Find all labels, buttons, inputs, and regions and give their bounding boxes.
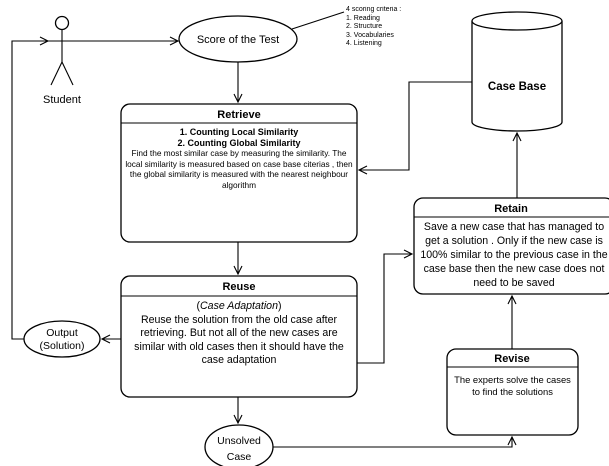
reuse-subtitle-italic: Case Adaptation xyxy=(200,300,278,312)
retain-title: Retain xyxy=(494,203,528,215)
retain-description: Save a new case that has managed to get … xyxy=(420,221,608,289)
reuse-title: Reuse xyxy=(222,281,255,293)
unsolved-line1: Unsolved xyxy=(217,435,261,447)
retrieve-box xyxy=(120,103,358,243)
edge-casebase-to-retrieve xyxy=(357,81,472,175)
retrieve-body: 1. Counting Local Similarity 2. Counting… xyxy=(124,127,354,239)
criteria-item: 3. Vocabularies xyxy=(346,31,394,39)
edge-retrieve-to-reuse xyxy=(233,242,243,276)
edge-score-to-retrieve xyxy=(233,62,243,104)
student-actor-icon xyxy=(48,15,76,86)
revise-title: Revise xyxy=(494,353,529,365)
retrieve-global-similarity: 2. Counting Global Similarity xyxy=(177,137,301,148)
revise-description: The experts solve the cases to find the … xyxy=(454,374,571,397)
edge-reuse-to-unsolved xyxy=(233,397,243,425)
retrieve-title: Retrieve xyxy=(217,109,260,121)
case-base-label: Case Base xyxy=(488,81,546,93)
criteria-item: 1. Reading xyxy=(346,14,380,22)
criteria-title: 4 scoring criteria : xyxy=(346,6,402,13)
edge-reuse-to-output xyxy=(100,334,121,344)
reuse-subtitle: (Case Adaptation) xyxy=(124,300,354,314)
reuse-body: (Case Adaptation) Reuse the solution fro… xyxy=(124,300,354,394)
output-line1: Output xyxy=(46,327,78,339)
retain-body: Save a new case that has managed to get … xyxy=(416,220,609,292)
output-line2: (Solution) xyxy=(40,340,85,352)
case-base-cylinder xyxy=(471,11,563,132)
edge-retain-to-casebase xyxy=(512,131,522,198)
revise-body: The experts solve the cases to find the … xyxy=(450,374,575,432)
reuse-subtitle-close: ) xyxy=(277,300,282,312)
unsolved-line2: Case xyxy=(227,451,252,463)
retrieve-local-similarity: 1. Counting Local Similarity xyxy=(179,127,299,137)
edge-revise-to-retain xyxy=(507,294,517,349)
scoring-criteria-note: 4 scoring criteria : 1. Reading 2. Struc… xyxy=(346,6,441,62)
edge-reuse-to-retain xyxy=(357,249,414,364)
retain-box xyxy=(413,197,609,295)
edge-unsolved-to-revise xyxy=(273,435,517,448)
reuse-box xyxy=(120,275,358,398)
criteria-item: 4. Listening xyxy=(346,40,382,48)
edge-output-to-student xyxy=(11,36,50,340)
reuse-subtitle-open: ( xyxy=(196,300,201,312)
criteria-note-line xyxy=(291,11,345,30)
edge-student-to-score xyxy=(76,36,180,46)
score-label: Score of the Test xyxy=(197,34,279,46)
criteria-item: 2. Structure xyxy=(346,23,383,31)
reuse-description: Reuse the solution from the old case aft… xyxy=(134,313,344,367)
retrieve-description: Find the most similar case by measuring … xyxy=(125,148,353,190)
student-label: Student xyxy=(43,94,81,106)
